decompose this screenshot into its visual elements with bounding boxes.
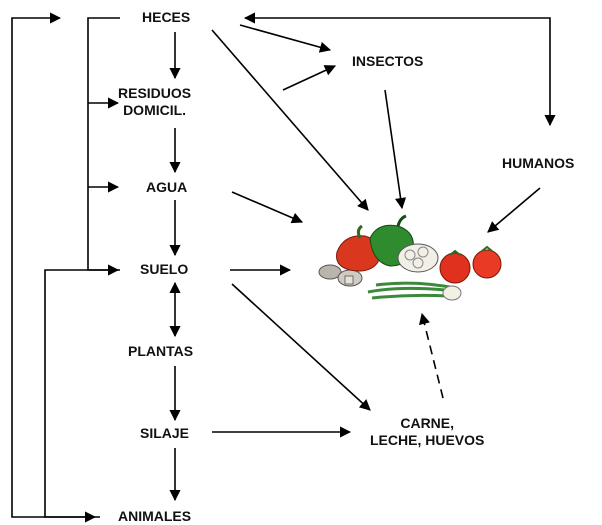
node-silaje: SILAJE (140, 425, 189, 442)
node-suelo: SUELO (140, 261, 188, 278)
heces-branch-line (88, 18, 120, 270)
vegetables-illustration (319, 216, 501, 300)
loop-animales-to-heces (12, 18, 100, 517)
arrow-agua-vegetables (232, 192, 302, 222)
arrow-insectos-vegetables (385, 90, 402, 208)
arrow-insectos-from-below (283, 66, 335, 90)
node-carne: CARNE, LECHE, HUEVOS (370, 415, 484, 449)
node-agua: AGUA (146, 179, 187, 196)
arrow-heces-vegetables (212, 30, 368, 210)
arrow-humanos-vegetables (488, 188, 540, 232)
node-insectos: INSECTOS (352, 53, 423, 70)
node-humanos: HUMANOS (502, 155, 574, 172)
node-plantas: PLANTAS (128, 343, 193, 360)
arrow-heces-insectos (240, 25, 330, 50)
node-animales: ANIMALES (118, 508, 191, 525)
arrow-humanos-heces (245, 18, 550, 125)
node-residuos: RESIDUOS DOMICIL. (118, 85, 191, 119)
arrow-carne-vegetables (422, 314, 443, 398)
suelo-to-animales-line (45, 270, 120, 517)
arrow-suelo-carne (232, 284, 370, 410)
node-heces: HECES (142, 9, 190, 26)
